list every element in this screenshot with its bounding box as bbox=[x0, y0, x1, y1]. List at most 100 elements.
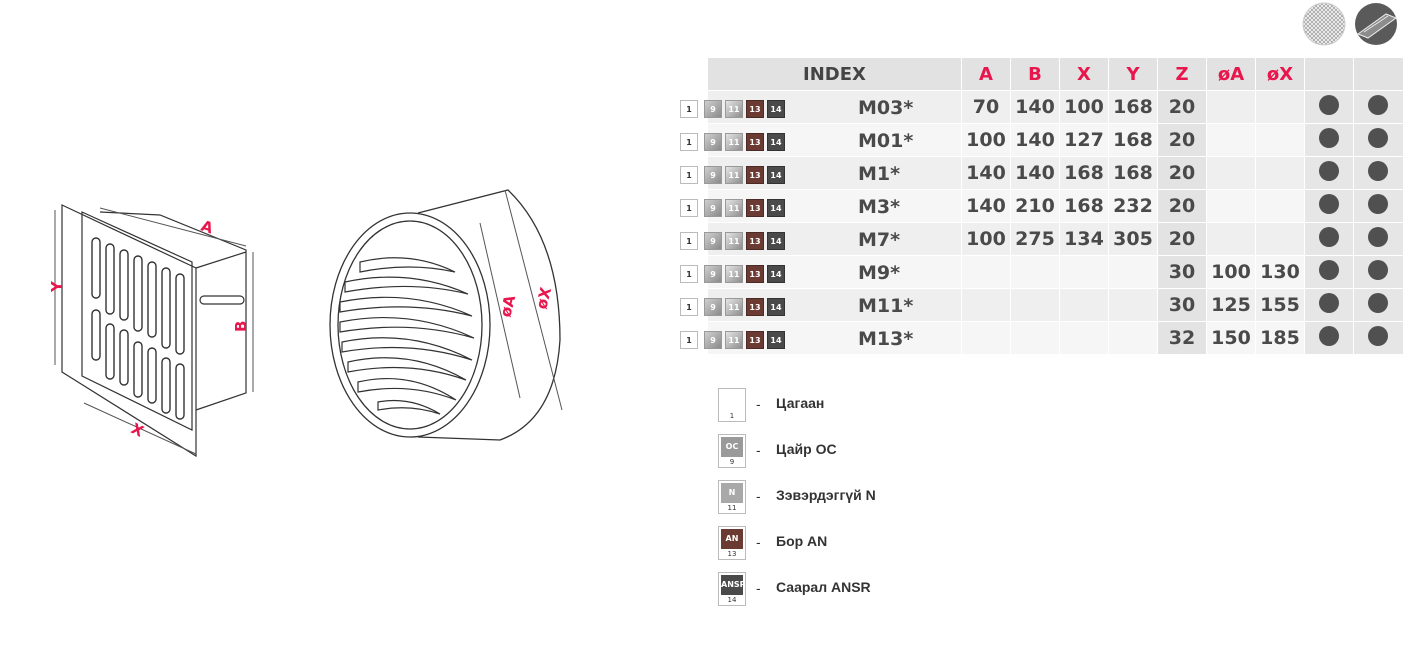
cell-b: 210 bbox=[1010, 189, 1060, 223]
finish-code-11: 11 bbox=[725, 231, 743, 250]
dim-label-oa: øA bbox=[496, 293, 519, 319]
cell-oa: 100 bbox=[1206, 255, 1256, 289]
availability-dot bbox=[1368, 259, 1389, 280]
availability-mesh bbox=[1304, 255, 1354, 289]
cell-b bbox=[1010, 255, 1060, 289]
cell-a bbox=[961, 321, 1011, 354]
cell-a: 140 bbox=[961, 156, 1011, 190]
availability-louver bbox=[1353, 90, 1403, 124]
cell-b bbox=[1010, 321, 1060, 354]
finish-code-1: 1 bbox=[680, 132, 698, 151]
cell-z: 30 bbox=[1157, 288, 1207, 322]
header-x: X bbox=[1059, 58, 1109, 91]
finish-code-11: 11 bbox=[725, 99, 743, 118]
cell-z: 20 bbox=[1157, 189, 1207, 223]
header-louver bbox=[1353, 58, 1403, 91]
finish-code-11: 11 bbox=[725, 165, 743, 184]
cell-a bbox=[961, 255, 1011, 289]
availability-dot bbox=[1368, 292, 1389, 313]
cell-x: 168 bbox=[1059, 189, 1109, 223]
finish-swatch-code: 13 bbox=[727, 550, 737, 558]
cell-ox: 185 bbox=[1255, 321, 1305, 354]
cell-ox bbox=[1255, 189, 1305, 223]
availability-dot bbox=[1368, 226, 1389, 247]
finish-swatch-abbr: AN bbox=[721, 529, 743, 549]
finish-swatch-code: 11 bbox=[727, 504, 737, 512]
cell-x bbox=[1059, 288, 1109, 322]
cell-y: 168 bbox=[1108, 156, 1158, 190]
cell-a: 140 bbox=[961, 189, 1011, 223]
cell-b: 140 bbox=[1010, 90, 1060, 124]
availability-dot bbox=[1319, 226, 1339, 247]
finish-code-1: 1 bbox=[680, 231, 698, 250]
cell-x: 100 bbox=[1059, 90, 1109, 124]
cell-oa bbox=[1206, 189, 1256, 223]
legend-dash: - bbox=[756, 534, 761, 550]
cell-a: 100 bbox=[961, 222, 1011, 256]
availability-dot bbox=[1368, 193, 1389, 214]
finish-code-13: 13 bbox=[746, 330, 764, 349]
finish-swatch-abbr bbox=[721, 391, 743, 411]
finish-code-11: 11 bbox=[725, 264, 743, 283]
cell-oa bbox=[1206, 222, 1256, 256]
finish-code-14: 14 bbox=[767, 231, 785, 250]
cell-x bbox=[1059, 321, 1109, 354]
finish-code-13: 13 bbox=[746, 297, 764, 316]
header-mesh bbox=[1304, 58, 1354, 91]
cell-oa bbox=[1206, 90, 1256, 124]
cell-oa: 125 bbox=[1206, 288, 1256, 322]
availability-mesh bbox=[1304, 90, 1354, 124]
finish-swatch-abbr: N bbox=[721, 483, 743, 503]
legend-dash: - bbox=[756, 396, 761, 412]
cell-b: 140 bbox=[1010, 123, 1060, 157]
availability-dot bbox=[1319, 127, 1339, 148]
cell-b: 275 bbox=[1010, 222, 1060, 256]
square-grille-drawing bbox=[54, 204, 254, 458]
finish-swatch-abbr: ANSR bbox=[721, 575, 746, 595]
finish-swatch-abbr: OC bbox=[721, 437, 743, 457]
legend-item: 1-Цагаан bbox=[718, 388, 938, 422]
cell-x: 134 bbox=[1059, 222, 1109, 256]
legend-label: Цагаан bbox=[776, 395, 825, 411]
availability-louver bbox=[1353, 321, 1403, 354]
finish-code-13: 13 bbox=[746, 99, 764, 118]
availability-dot bbox=[1319, 94, 1339, 115]
availability-mesh bbox=[1304, 288, 1354, 322]
finish-code-11: 11 bbox=[725, 132, 743, 151]
cell-oa: 150 bbox=[1206, 321, 1256, 354]
availability-dot bbox=[1319, 193, 1339, 214]
finish-code-14: 14 bbox=[767, 99, 785, 118]
cell-ox bbox=[1255, 222, 1305, 256]
header-y: Y bbox=[1108, 58, 1158, 91]
finish-code-11: 11 bbox=[725, 330, 743, 349]
cell-x bbox=[1059, 255, 1109, 289]
cell-oa bbox=[1206, 156, 1256, 190]
header-oa: øA bbox=[1206, 58, 1256, 91]
availability-louver bbox=[1353, 288, 1403, 322]
header-a: A bbox=[961, 58, 1011, 91]
cell-a: 70 bbox=[961, 90, 1011, 124]
header-index: INDEX bbox=[707, 58, 962, 91]
cell-oa bbox=[1206, 123, 1256, 157]
finish-swatch-code: 9 bbox=[729, 458, 735, 466]
finish-code-9: 9 bbox=[704, 198, 722, 217]
legend-label: Бор AN bbox=[776, 533, 828, 549]
finish-code-13: 13 bbox=[746, 264, 764, 283]
